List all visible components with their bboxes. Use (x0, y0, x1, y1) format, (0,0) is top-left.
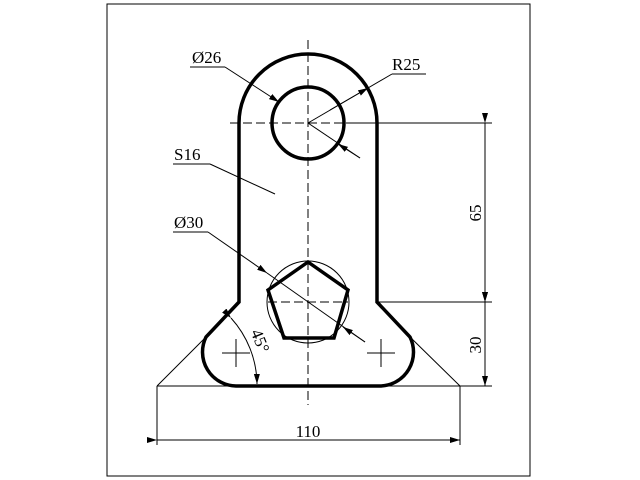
top-hole (270, 85, 346, 161)
pentagon (265, 259, 351, 340)
construction-line-right (409, 336, 461, 387)
dim-width-label: 110 (296, 422, 321, 441)
dim-30-label: 30 (466, 337, 485, 354)
leader-circle-bottom (207, 231, 268, 274)
dim-65-label: 65 (466, 205, 485, 222)
leader-thickness (209, 163, 276, 195)
drawing-border (106, 3, 531, 477)
circle-bottom-label: Ø30 (174, 213, 203, 232)
thickness-label: S16 (174, 145, 200, 164)
cross-mark-left (222, 339, 250, 367)
part-outline (200, 52, 416, 388)
leader-hole-top (224, 66, 280, 103)
radius-label: R25 (392, 55, 420, 74)
construction-line-left (156, 336, 207, 387)
hole-top-label: Ø26 (192, 48, 221, 67)
angle-arc (222, 308, 260, 385)
cross-mark-right (367, 339, 395, 367)
